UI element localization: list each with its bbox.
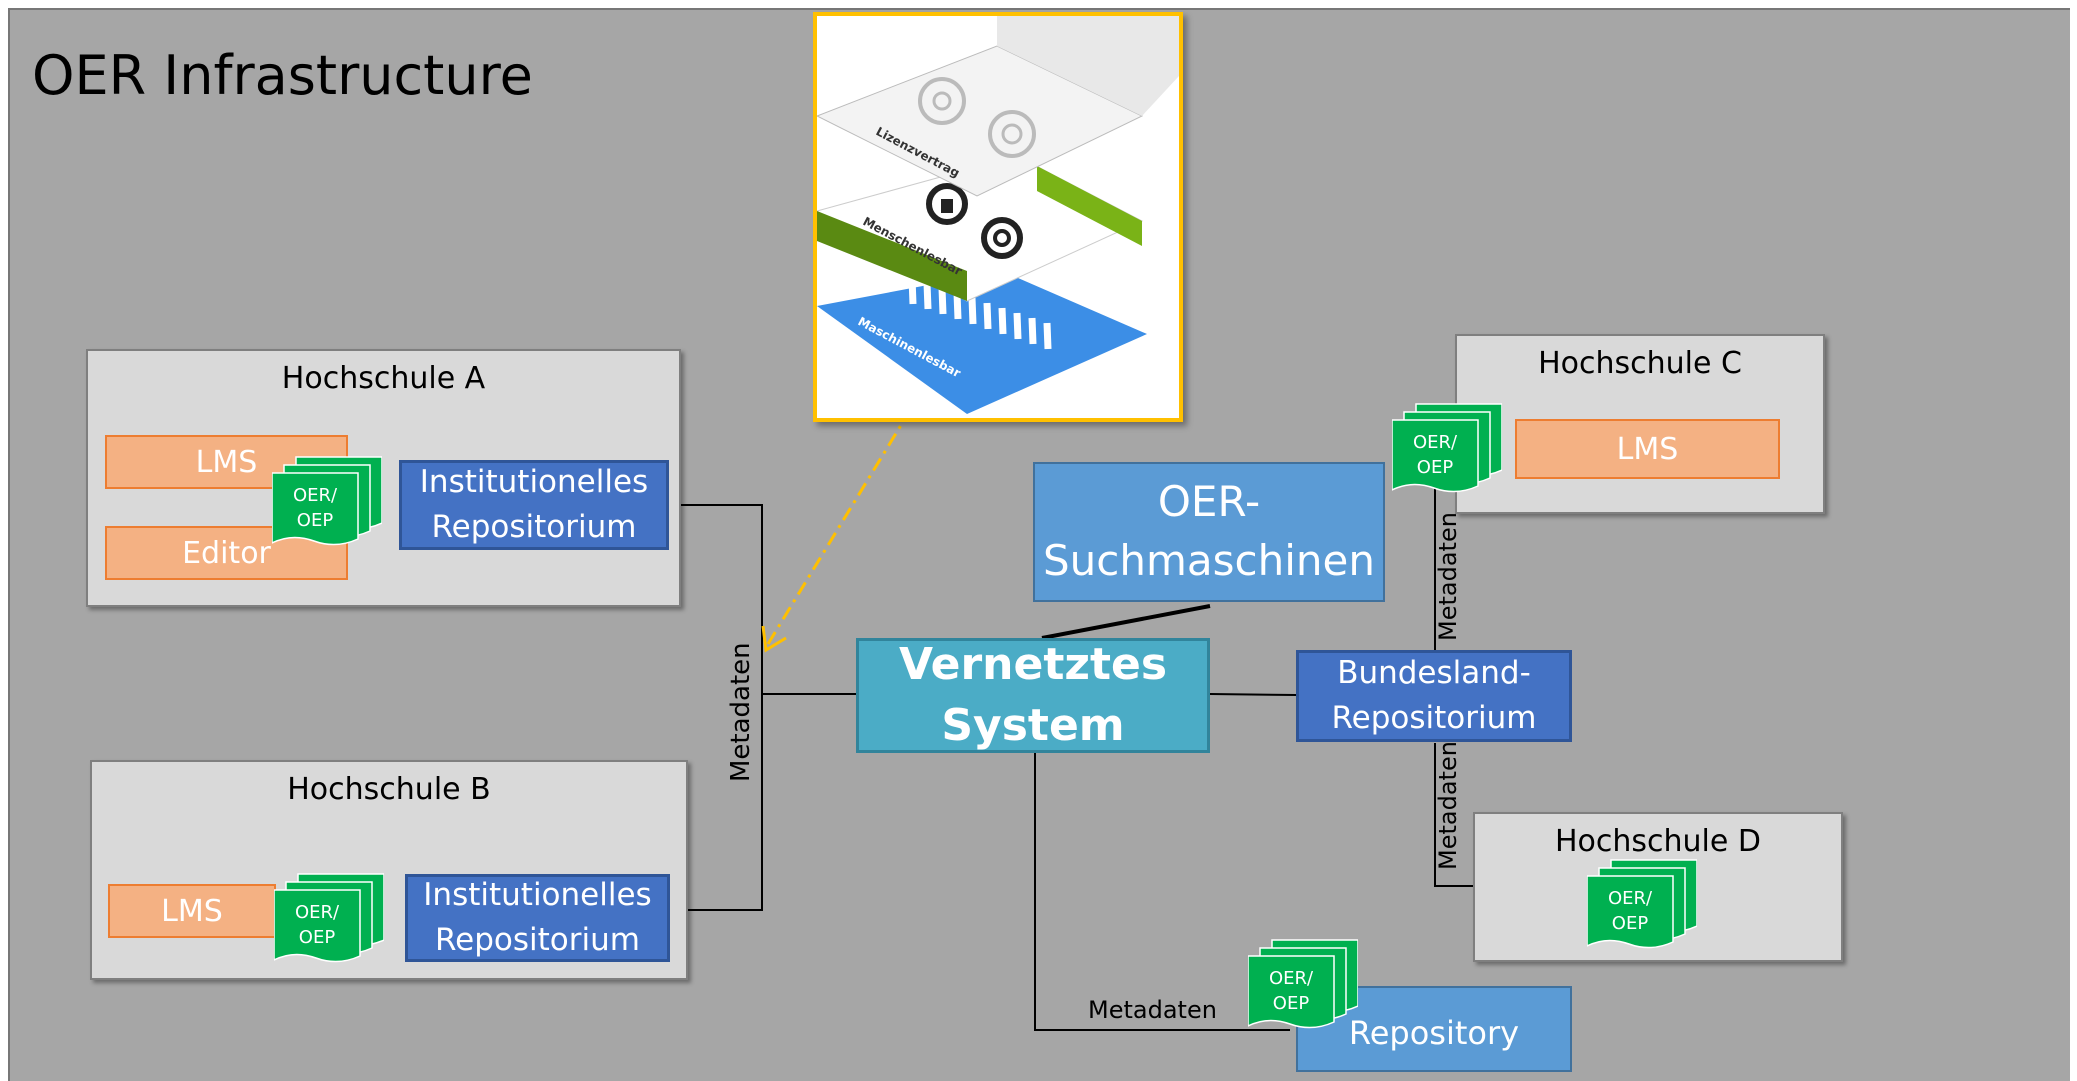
oer-a-line1: OER/: [292, 485, 338, 506]
document-stack-icon: [1392, 403, 1502, 493]
page-title: OER Infrastructure: [32, 44, 533, 107]
document-stack-icon: [272, 456, 382, 546]
repo-a-line2: Repositorium: [431, 509, 637, 545]
connector-system-search: [1041, 604, 1211, 640]
document-stack-icon: [274, 873, 384, 963]
hochschule-b-label: Hochschule B: [287, 772, 491, 807]
oer-b-line2: OEP: [298, 927, 336, 949]
metadata-label-main: Metadaten: [726, 642, 756, 782]
connector-system-repository: [1034, 752, 1290, 1031]
oer-doc-stack-c: OER/OEP: [1392, 402, 1502, 512]
connector-repo-a: [668, 504, 763, 694]
document-stack-icon: [1587, 859, 1697, 949]
oer-doc-stack-b: OER/OEP: [274, 872, 384, 982]
hochschule-a-label: Hochschule A: [281, 361, 486, 396]
metadata-label-repository: Metadaten: [1088, 996, 1217, 1024]
system-line2: System: [941, 699, 1125, 751]
hochschule-d-label: Hochschule D: [1554, 824, 1761, 859]
oer-b-line1: OER/: [294, 902, 340, 923]
hochschule-c-label: Hochschule C: [1538, 346, 1742, 381]
search-line2: Suchmaschinen: [1043, 536, 1375, 585]
oer-r-line2: OEP: [1272, 993, 1310, 1015]
system-line1: Vernetztes: [898, 638, 1168, 690]
oer-doc-stack-d: OER/OEP: [1587, 858, 1697, 968]
metadata-label-c: Metadaten: [1434, 512, 1462, 641]
oer-r-line1: OER/: [1268, 968, 1314, 989]
repo-b-line1: Institutionelles: [423, 877, 652, 914]
oer-doc-stack-a: OER/OEP: [272, 455, 382, 565]
repo-a-line1: Institutionelles: [419, 464, 649, 501]
metadata-label-d: Metadaten: [1434, 741, 1462, 870]
oer-c-line1: OER/: [1412, 432, 1458, 453]
repository-box: Repository: [1296, 986, 1572, 1072]
license-layers-illustration: Maschinenlesbar Menschenlesbar Lizenzver…: [817, 16, 1179, 414]
repo-b-line2: Repositorium: [435, 922, 640, 958]
connector-repo-b: [668, 694, 763, 911]
license-arrow: [766, 383, 928, 645]
connector-bundesland-d: [1434, 743, 1473, 887]
oer-search-engines: OER- Suchmaschinen: [1033, 462, 1385, 602]
hochschule-c-lms: LMS: [1515, 419, 1780, 479]
oer-doc-stack-repository: OER/OEP: [1248, 938, 1358, 1048]
state-repo-line1: Bundesland-: [1337, 655, 1531, 692]
state-repository: Bundesland- Repositorium: [1296, 650, 1572, 742]
hochschule-b-lms: LMS: [108, 884, 276, 938]
connector-system-bundesland: [1209, 693, 1297, 696]
oer-d-line1: OER/: [1607, 888, 1653, 909]
document-stack-icon: [1248, 939, 1358, 1029]
oer-c-line2: OEP: [1416, 457, 1454, 479]
state-repo-line2: Repositorium: [1331, 700, 1537, 736]
oer-d-line2: OEP: [1611, 913, 1649, 935]
license-layers-image: Maschinenlesbar Menschenlesbar Lizenzver…: [813, 12, 1183, 422]
oer-a-line2: OEP: [296, 510, 334, 532]
search-line1: OER-: [1157, 477, 1261, 527]
